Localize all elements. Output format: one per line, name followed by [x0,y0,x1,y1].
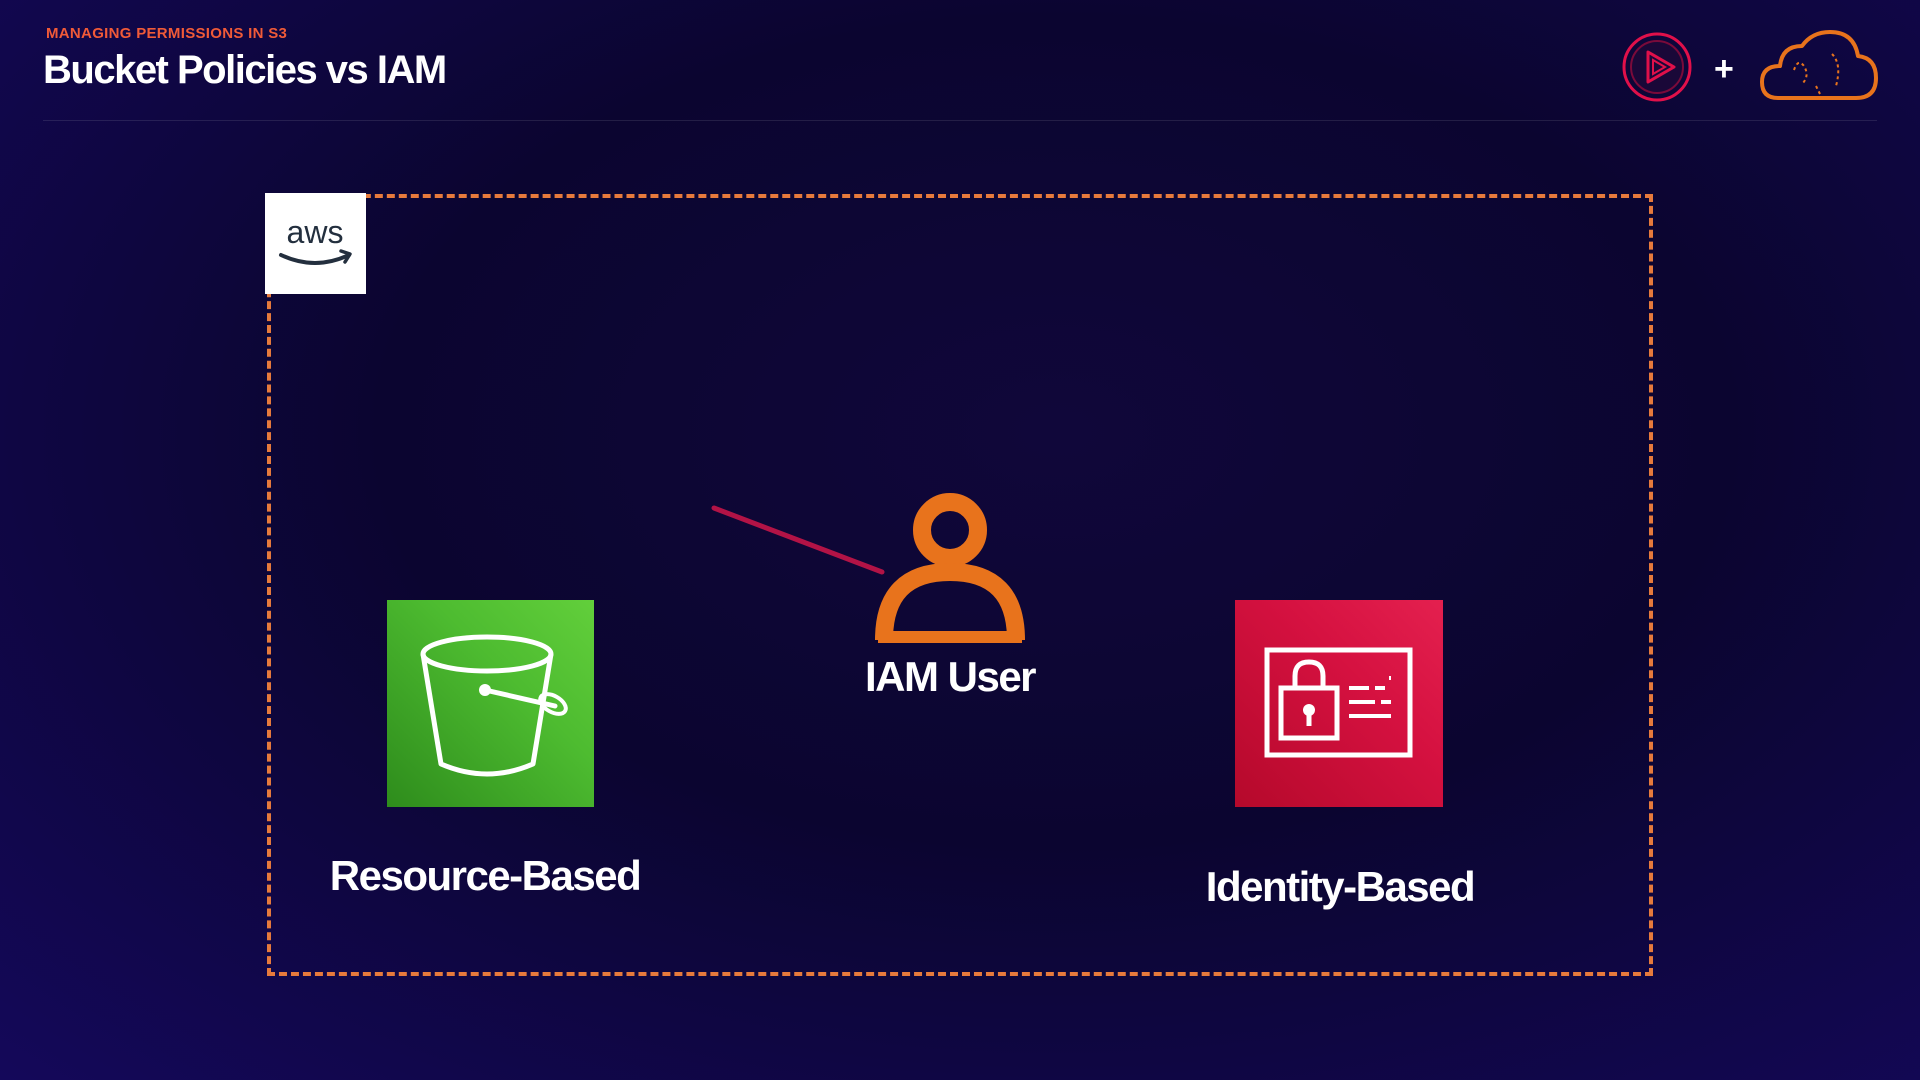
plus-sign: + [1714,50,1734,88]
section-kicker: MANAGING PERMISSIONS IN S3 [46,25,288,42]
user-icon [875,493,1025,643]
s3-bucket-icon [420,634,568,777]
iam-user-label: IAM User [864,653,1037,700]
id-card-lock-icon [1264,647,1413,758]
header-divider [43,120,1877,121]
aws-logo: aws [265,193,366,294]
connector-line [711,505,885,575]
page-title: Bucket Policies vs IAM [43,48,447,92]
cloud-logo-icon [1760,30,1878,100]
identity-based-label: Identity-Based [1205,863,1476,910]
resource-based-label: Resource-Based [329,852,642,899]
s3-bucket-tile [387,600,594,807]
play-circle-logo-icon [1622,32,1692,102]
aws-cloud-boundary [267,194,1653,976]
iam-identity-tile [1235,600,1443,807]
svg-text:aws: aws [287,214,344,250]
